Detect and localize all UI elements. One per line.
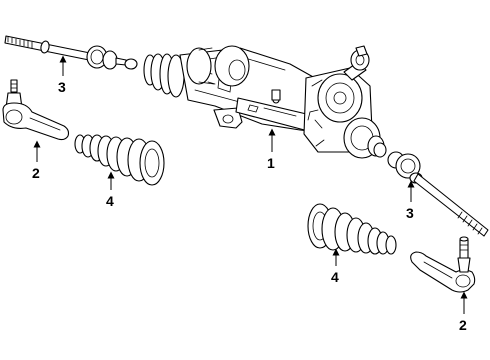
outer-tie-rod-end-right [410, 236, 476, 293]
inner-tie-rod-right [387, 151, 489, 237]
callout-4-right: 4 [331, 269, 339, 285]
callout-3-right: 3 [406, 205, 414, 221]
callout-2-right: 2 [459, 317, 467, 333]
callout-2-left: 2 [32, 165, 40, 181]
callout-1: 1 [267, 155, 275, 171]
callout-4-left: 4 [106, 193, 114, 209]
callout-3-left: 3 [58, 79, 66, 95]
outer-tie-rod-end-left [2, 79, 70, 141]
boot-right [307, 203, 397, 255]
steering-gear-assembly [143, 45, 387, 159]
boot-left [74, 134, 165, 186]
inner-tie-rod-left [4, 35, 138, 70]
